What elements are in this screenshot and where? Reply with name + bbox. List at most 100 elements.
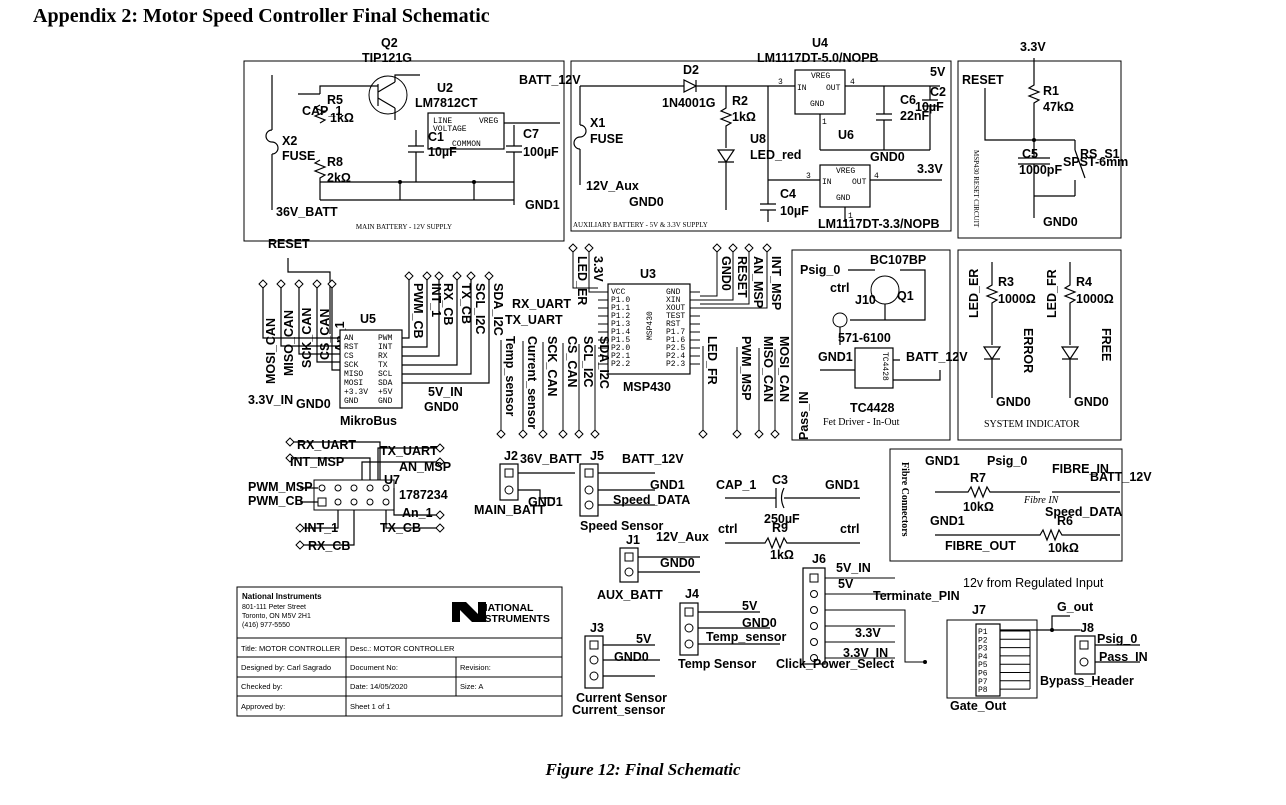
u3-pin-left-9: P2.2	[611, 360, 630, 369]
u3-pin-left-5: P1.4	[611, 328, 630, 337]
u5-pin-left-4: MISO	[344, 370, 363, 379]
u2-pin-vreg: VREG	[479, 117, 498, 126]
reset-frame	[957, 60, 1122, 239]
psig-fet: Psig_0	[800, 263, 840, 277]
j2-ref: J2	[504, 449, 518, 463]
r8-resistor	[313, 159, 327, 200]
msp-bottom-net-4: SCL_I2C	[581, 336, 595, 387]
msp-bottom-net-8: MISO_CAN	[761, 336, 775, 402]
c6-val: 22nF	[900, 109, 930, 123]
d2-part: 1N4001G	[662, 96, 716, 110]
reg-note: 12v from Regulated Input	[963, 576, 1104, 590]
tc4428-ref: TC4428	[850, 401, 895, 415]
j8-name: Bypass_Header	[1040, 674, 1134, 688]
j4-v: 5V	[742, 599, 758, 613]
aux-battery-frame	[570, 60, 952, 232]
g-out: G_out	[1057, 600, 1094, 614]
u6-gnd: GND	[836, 194, 851, 203]
u2-ref: U2	[437, 81, 453, 95]
u7-right-0: TX_UART	[380, 444, 438, 458]
u3-pin-right-4: RST	[666, 320, 681, 329]
u3-pin-left-8: P2.1	[611, 352, 630, 361]
batt12v-fet: BATT_12V	[906, 350, 968, 364]
mikro-left-net-1: MISO_CAN	[282, 310, 296, 376]
u4-part: LM1117DT-5.0/NOPB	[757, 51, 879, 65]
u4-out: OUT	[826, 84, 841, 93]
j2-name: MAIN_BATT	[474, 503, 546, 517]
msp-top-net-4: AN_MSP	[751, 256, 765, 308]
j7-pin-6: P7	[978, 678, 988, 687]
ni-logo-line1: NATIONAL	[480, 602, 534, 614]
u6-pin1: 1	[848, 212, 853, 221]
msp-top-net-2: GND0	[719, 256, 733, 291]
tb-title: Title: MOTOR CONTROLLER	[241, 644, 341, 653]
mikro-top-net-4: SCL_I2C	[473, 283, 487, 334]
msp-bottom-net-3: CS_CAN	[565, 336, 579, 387]
j6-name: Click_Power_Select	[776, 657, 895, 671]
j7-pin-1: P2	[978, 636, 988, 645]
c4-val: 10µF	[780, 204, 809, 218]
tb-revision: Revision:	[460, 663, 491, 672]
j3-name: Current Sensor	[576, 691, 667, 705]
u3-ref: U3	[640, 267, 656, 281]
x2-ref: X2	[282, 134, 297, 148]
u5-pin-right-7: GND	[378, 397, 393, 406]
s1-ref: RS_S1	[1080, 147, 1120, 161]
v33-in-mikro: 3.3V_IN	[248, 393, 293, 407]
u3-pin-right-3: TEST	[666, 312, 685, 321]
u3-pin-left-6: P1.5	[611, 336, 630, 345]
c7-cap	[504, 122, 560, 182]
tb-checked: Checked by:	[241, 682, 283, 691]
mikro-top-net-0: PWM_CB	[411, 283, 425, 339]
tc4428-chip	[854, 347, 894, 389]
u3-pin-right-6: P1.6	[666, 336, 685, 345]
q2-transistor-symbol	[368, 75, 408, 115]
u3-pin-left-4: P1.3	[611, 320, 630, 329]
fibre-frame	[889, 448, 1123, 562]
u4-pin4: 4	[850, 78, 855, 87]
u5-pin-right-2: RX	[378, 352, 388, 361]
mikro-top-net-5: SDA_I2C	[491, 283, 505, 336]
tb-desc: Desc.: MOTOR CONTROLLER	[350, 644, 455, 653]
tb-phone: (416) 977-5550	[242, 622, 290, 629]
j3-v: 5V	[636, 632, 652, 646]
j6-net-3: 3.3V	[855, 626, 881, 640]
indicator-section-label: SYSTEM INDICATOR	[984, 419, 1080, 430]
msp430-name: MSP430	[623, 380, 671, 394]
c6-ref: C6	[900, 93, 916, 107]
mikro-left-net-2: SCK_CAN	[300, 308, 314, 368]
reset-net: RESET	[962, 73, 1004, 87]
r5-val: 1kΩ	[330, 111, 354, 125]
aux-battery-block: AUXILIARY BATTERY - 5V & 3.3V SUPPLY D2 …	[570, 36, 952, 232]
r9-ref: R9	[772, 521, 788, 535]
fet-section-label: Fet Driver - In-Out	[823, 417, 900, 428]
j3-gnd: GND0	[614, 650, 649, 664]
r3-ref: R3	[998, 275, 1014, 289]
r1-ref: R1	[1043, 84, 1059, 98]
j7-pin-0: P1	[978, 628, 988, 637]
u4-pin3: 3	[778, 78, 783, 87]
j10-connector	[832, 312, 848, 328]
c4-ref: C4	[780, 187, 796, 201]
q2-ref: Q2	[381, 36, 398, 50]
mikro-top-net-3: TX_CB	[459, 283, 473, 324]
j6-net-1: 5V	[838, 577, 854, 591]
msp-bottom-net-2: SCK_CAN	[545, 336, 559, 396]
u2-part: LM7812CT	[415, 96, 478, 110]
gnd1-fibre: GND1	[925, 454, 960, 468]
u4-regulator	[794, 69, 846, 115]
msp-bottom-net-1: Current_sensor	[525, 336, 539, 429]
v5-in-mikro: 5V_IN	[428, 385, 463, 399]
u3-pin-left-0: VCC	[611, 288, 626, 297]
msp-bottom-net-6: LED_FR	[705, 336, 719, 385]
j6-net-4: 3.3V_IN	[843, 646, 888, 660]
gnd0-ind-2: GND0	[1074, 395, 1109, 409]
q1-ref: Q1	[897, 289, 914, 303]
reset-circuit-block: 3.3V RESET R1 47kΩ C5 1000pF RS_S1 SPST-…	[957, 40, 1128, 239]
r2-val: 1kΩ	[732, 110, 756, 124]
u5-ref: U5	[360, 312, 376, 326]
j4-connector	[679, 602, 699, 656]
u3-pin-right-7: P2.5	[666, 344, 685, 353]
j1-name: AUX_BATT	[597, 588, 663, 602]
